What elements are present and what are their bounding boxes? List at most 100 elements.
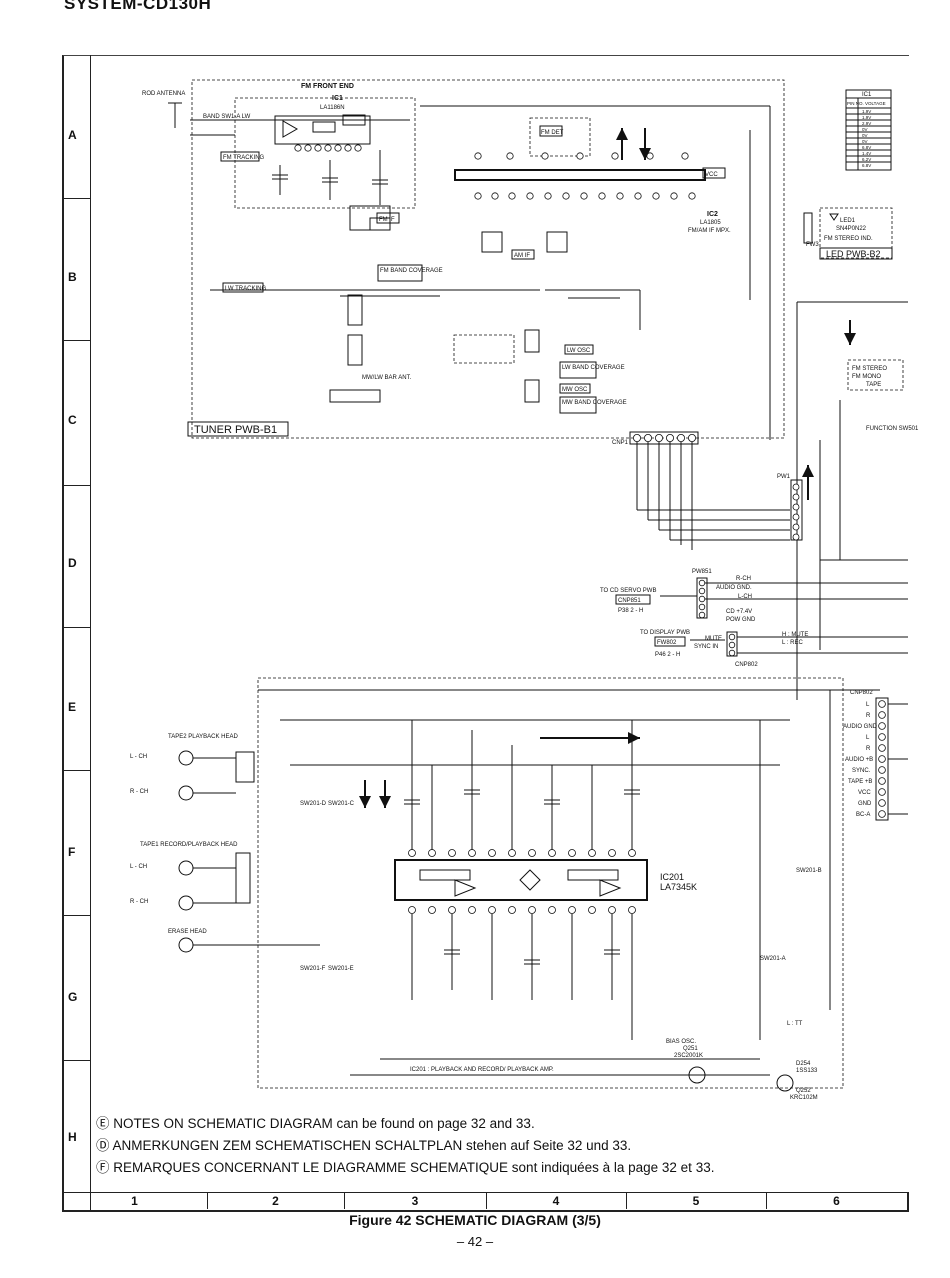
schematic-notes: Ⓔ NOTES ON SCHEMATIC DIAGRAM can be foun… — [96, 1113, 714, 1179]
cnp851-box — [615, 594, 651, 605]
to-display-label: TO DISPLAY PWB — [640, 630, 690, 636]
led1-diode-symbol — [829, 213, 839, 221]
cnp802-pin-label: L — [866, 702, 870, 708]
to-cd-servo-label: TO CD SERVO PWB — [600, 588, 656, 594]
ic201-internal-block — [419, 869, 471, 881]
fm-band-coverage-box — [377, 264, 423, 282]
lw-band-coverage-label: LW BAND COVERAGE — [562, 365, 625, 371]
ic201-pins — [408, 849, 636, 914]
cnp851-label: CNP851 — [618, 598, 641, 604]
tape1-head-label: TAPE1 RECORD/PLAYBACK HEAD — [140, 842, 238, 848]
front-end-components — [272, 150, 391, 231]
note-english: Ⓔ NOTES ON SCHEMATIC DIAGRAM can be foun… — [96, 1116, 535, 1131]
d254-part-label: 1SS133 — [796, 1068, 818, 1074]
row-divider — [62, 1060, 90, 1061]
ic1-part-label: LA1186N — [320, 105, 345, 111]
q251-label: Q251 — [683, 1046, 698, 1052]
cnp802-pin-label: L — [866, 735, 870, 741]
column-label-6: 6 — [833, 1194, 840, 1208]
row-label-c: C — [68, 413, 77, 427]
fm-if-box — [376, 212, 400, 224]
erase-head-symbol — [178, 937, 194, 953]
sw201b-label: SW201-B — [796, 868, 822, 874]
tape-components — [404, 720, 640, 1040]
figure-caption: Figure 42 SCHEMATIC DIAGRAM (3/5) — [349, 1212, 601, 1228]
tape1-connector — [235, 852, 251, 904]
vcc-label: VCC — [705, 172, 718, 178]
sw201d-label: SW201-D — [300, 801, 327, 807]
connector-pin — [728, 649, 736, 657]
fw3-label: FW3 — [806, 242, 819, 248]
rod-antenna-label: ROD ANTENNA — [142, 91, 185, 97]
voltage-table-head: IC1 — [862, 92, 872, 98]
column-index-bar — [62, 1192, 909, 1212]
tape1-head-lch-symbol — [178, 860, 194, 876]
cnp1-connector — [629, 431, 699, 445]
column-divider — [486, 1192, 487, 1209]
erase-head-label: ERASE HEAD — [168, 929, 207, 935]
cnp802-pin-label: TAPE +B — [848, 779, 872, 785]
row-divider — [62, 627, 90, 628]
row-label-f: F — [68, 845, 76, 859]
ic201-label: IC201 — [660, 872, 684, 882]
row-index-column — [62, 55, 91, 1210]
column-divider — [626, 1192, 627, 1209]
l-ch-label: L-CH — [738, 594, 752, 600]
cnp802-label-top: CNP802 — [735, 662, 758, 668]
fm-det-label: FM DET — [541, 130, 564, 136]
ic2-label: IC2 — [707, 211, 718, 218]
mix-block — [312, 121, 336, 133]
oscillator-coils — [347, 294, 540, 403]
column-label-2: 2 — [272, 1194, 279, 1208]
lw-tracking-label: LW TRACKING — [225, 286, 266, 292]
voltage-value: 6.8V — [862, 145, 871, 150]
function-switch-label: FUNCTION SW501 — [866, 426, 919, 432]
cnp802-pin-label: AUDIO +B — [845, 757, 873, 763]
row-divider — [62, 340, 90, 341]
tuner-section: ROD ANTENNA FM FRONT END IC1 LA1186N FM … — [142, 79, 893, 550]
mw-osc-label: MW OSC — [562, 387, 588, 393]
row-divider — [62, 485, 90, 486]
tape1-head-rch-symbol — [178, 895, 194, 911]
row-divider — [62, 198, 90, 199]
voltage-value: 6.2V — [862, 157, 871, 162]
column-divider — [344, 1192, 345, 1209]
fm-det-box — [539, 125, 563, 137]
r-ch-label: R-CH — [736, 576, 751, 582]
row-label-b: B — [68, 270, 77, 284]
column-label-1: 1 — [131, 1194, 138, 1208]
column-divider — [766, 1192, 767, 1209]
led1-part-label: SN4P0N22 — [836, 226, 867, 232]
led-board-label-box — [819, 247, 893, 260]
fm-band-coverage-label: FM BAND COVERAGE — [380, 268, 443, 274]
h-mute-label: H : MUTE — [782, 632, 808, 638]
fm-front-end-outline — [234, 97, 416, 209]
pw851-pins — [698, 579, 706, 619]
p46-label: P46 2 - H — [655, 652, 680, 658]
cf2-filter — [481, 231, 503, 253]
cnp802-pins — [878, 700, 886, 818]
sw201f-label: SW201-F — [300, 966, 326, 972]
voltage-value: 0V — [862, 127, 868, 132]
tape-label: TAPE — [866, 382, 881, 388]
sync-in-label: SYNC IN — [694, 644, 718, 650]
note-german: Ⓓ ANMERKUNGEN ZEM SCHEMATISCHEN SCHALTPL… — [96, 1138, 632, 1153]
sw201c-label: SW201-C — [328, 801, 355, 807]
q251-transistor-symbol — [688, 1066, 706, 1084]
amp-symbol — [454, 879, 477, 897]
ic2-part-label: LA1805 — [700, 220, 721, 226]
row-label-a: A — [68, 128, 77, 142]
lw-band-coverage-box — [559, 361, 597, 379]
ic2-desc-label: FM/AM IF MPX. — [688, 228, 731, 234]
fw802-box — [654, 636, 686, 647]
vcc-box — [702, 167, 726, 179]
ic2-pins — [474, 152, 696, 200]
ic1-label: IC1 — [332, 95, 343, 102]
connector-pin — [728, 633, 736, 641]
row-label-e: E — [68, 700, 77, 714]
pow-gnd-label: POW GND — [726, 617, 756, 623]
connector-pin — [728, 641, 736, 649]
cnp802-pin-label: BC-A — [856, 812, 870, 818]
l-tt-label: L : TT — [787, 1021, 803, 1027]
fm-det-outline — [529, 117, 591, 157]
